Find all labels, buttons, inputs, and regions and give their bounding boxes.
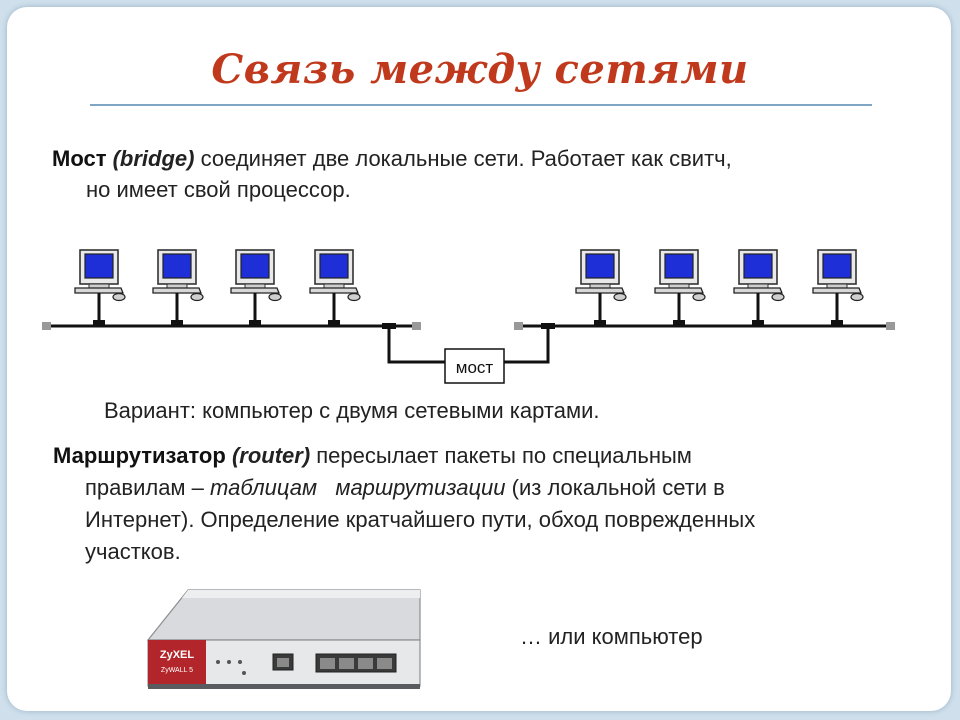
router-line3: Интернет). Определение кратчайшего пути,… (85, 507, 756, 532)
left-terminator-a (42, 322, 51, 330)
right-terminator-a (514, 322, 523, 330)
bridge-term-en: (bridge) (112, 146, 195, 171)
bridge-label: мост (456, 358, 494, 377)
or-computer-text: … или компьютер (520, 624, 703, 649)
bridge-line2: но имеет свой процессор. (86, 177, 351, 202)
variant-text: Вариант: компьютер с двумя сетевыми карт… (104, 398, 600, 423)
router-term: Маршрутизатор (53, 443, 226, 468)
router-line2-b: (из локальной сети в (505, 475, 725, 500)
router-line1: пересылает пакеты по специальным (310, 443, 692, 468)
bridge-box (444, 348, 505, 384)
left-terminator-b (412, 322, 421, 330)
bridge-term: Мост (52, 146, 107, 171)
computer-icon (308, 248, 362, 328)
slide-title: Связь между сетями (211, 46, 749, 93)
title-underline (90, 104, 872, 106)
computer-icon (653, 248, 707, 328)
computer-icon (73, 248, 127, 328)
router-line2-a: правилам – (85, 475, 211, 500)
router-brand: ZyXEL (160, 649, 195, 661)
computer-icon (151, 248, 205, 328)
router-line2-italic: таблицам маршрутизации (210, 475, 506, 500)
bridge-paragraph: Мост (bridge) соединяет две локальные се… (52, 143, 932, 205)
computer-icon (811, 248, 865, 328)
computer-icon (229, 248, 283, 328)
router-term-en: (router) (231, 443, 311, 468)
router-line4: участков. (85, 539, 181, 564)
router-device-image: ZyXEL ZyWALL 5 (146, 589, 421, 689)
router-model: ZyWALL 5 (161, 667, 193, 674)
router-paragraph: Маршрутизатор (router) пересылает пакеты… (53, 440, 933, 568)
bridge-line1: соединяет две локальные сети. Работает к… (194, 146, 732, 171)
computer-icon (732, 248, 786, 328)
computer-icon (574, 248, 628, 328)
right-terminator-b (886, 322, 895, 330)
